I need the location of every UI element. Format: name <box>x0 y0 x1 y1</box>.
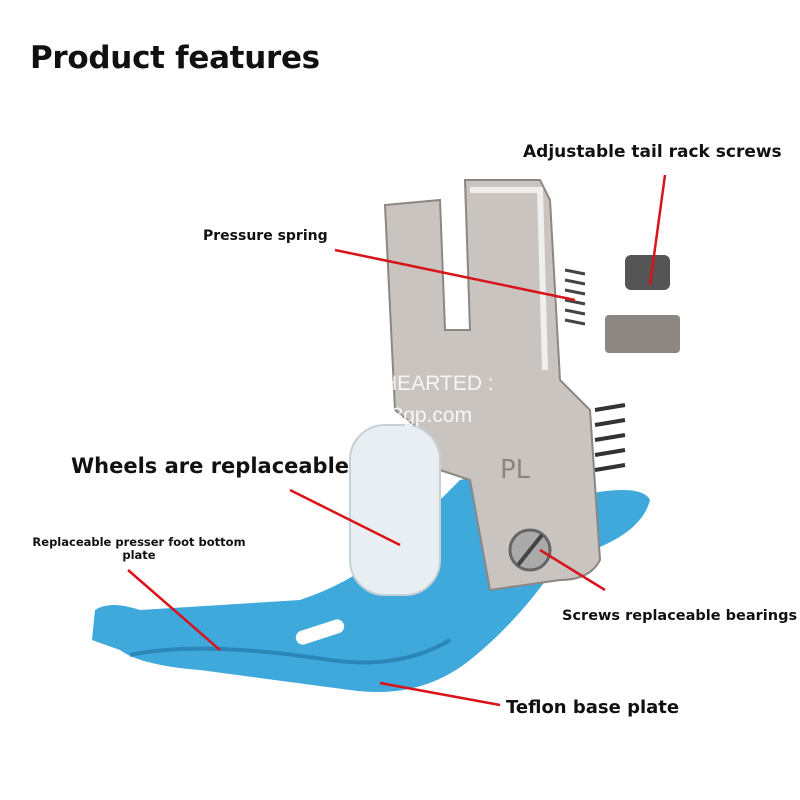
label-bearings: Screws replaceable bearings <box>562 608 798 624</box>
metal-body <box>383 179 602 592</box>
pointer-wheel <box>289 488 401 547</box>
product-marking: PL <box>500 455 531 485</box>
pointer-bearings <box>539 548 606 592</box>
page-title: Product features <box>30 40 320 76</box>
pressure-spring <box>564 268 586 326</box>
label-teflon: Teflon base plate <box>506 697 680 718</box>
pointer-bottom-plate <box>127 569 221 651</box>
pointer-spring <box>334 248 576 302</box>
label-bottom-plate: Replaceable presser foot bottom plate <box>32 535 246 562</box>
label-pressure-spring: Pressure spring <box>203 228 328 244</box>
label-tail-rack-screws: Adjustable tail rack screws <box>523 142 782 162</box>
pointer-teflon <box>379 681 501 707</box>
watermark-line1: OLEHEARTED : <box>340 372 494 395</box>
wheel <box>349 424 441 596</box>
label-wheels: Wheels are replaceable <box>71 454 350 478</box>
pointer-tail-rack <box>648 174 667 286</box>
watermark-line2: shion123gp.com <box>318 404 473 427</box>
tail-rack-screw <box>625 255 670 290</box>
